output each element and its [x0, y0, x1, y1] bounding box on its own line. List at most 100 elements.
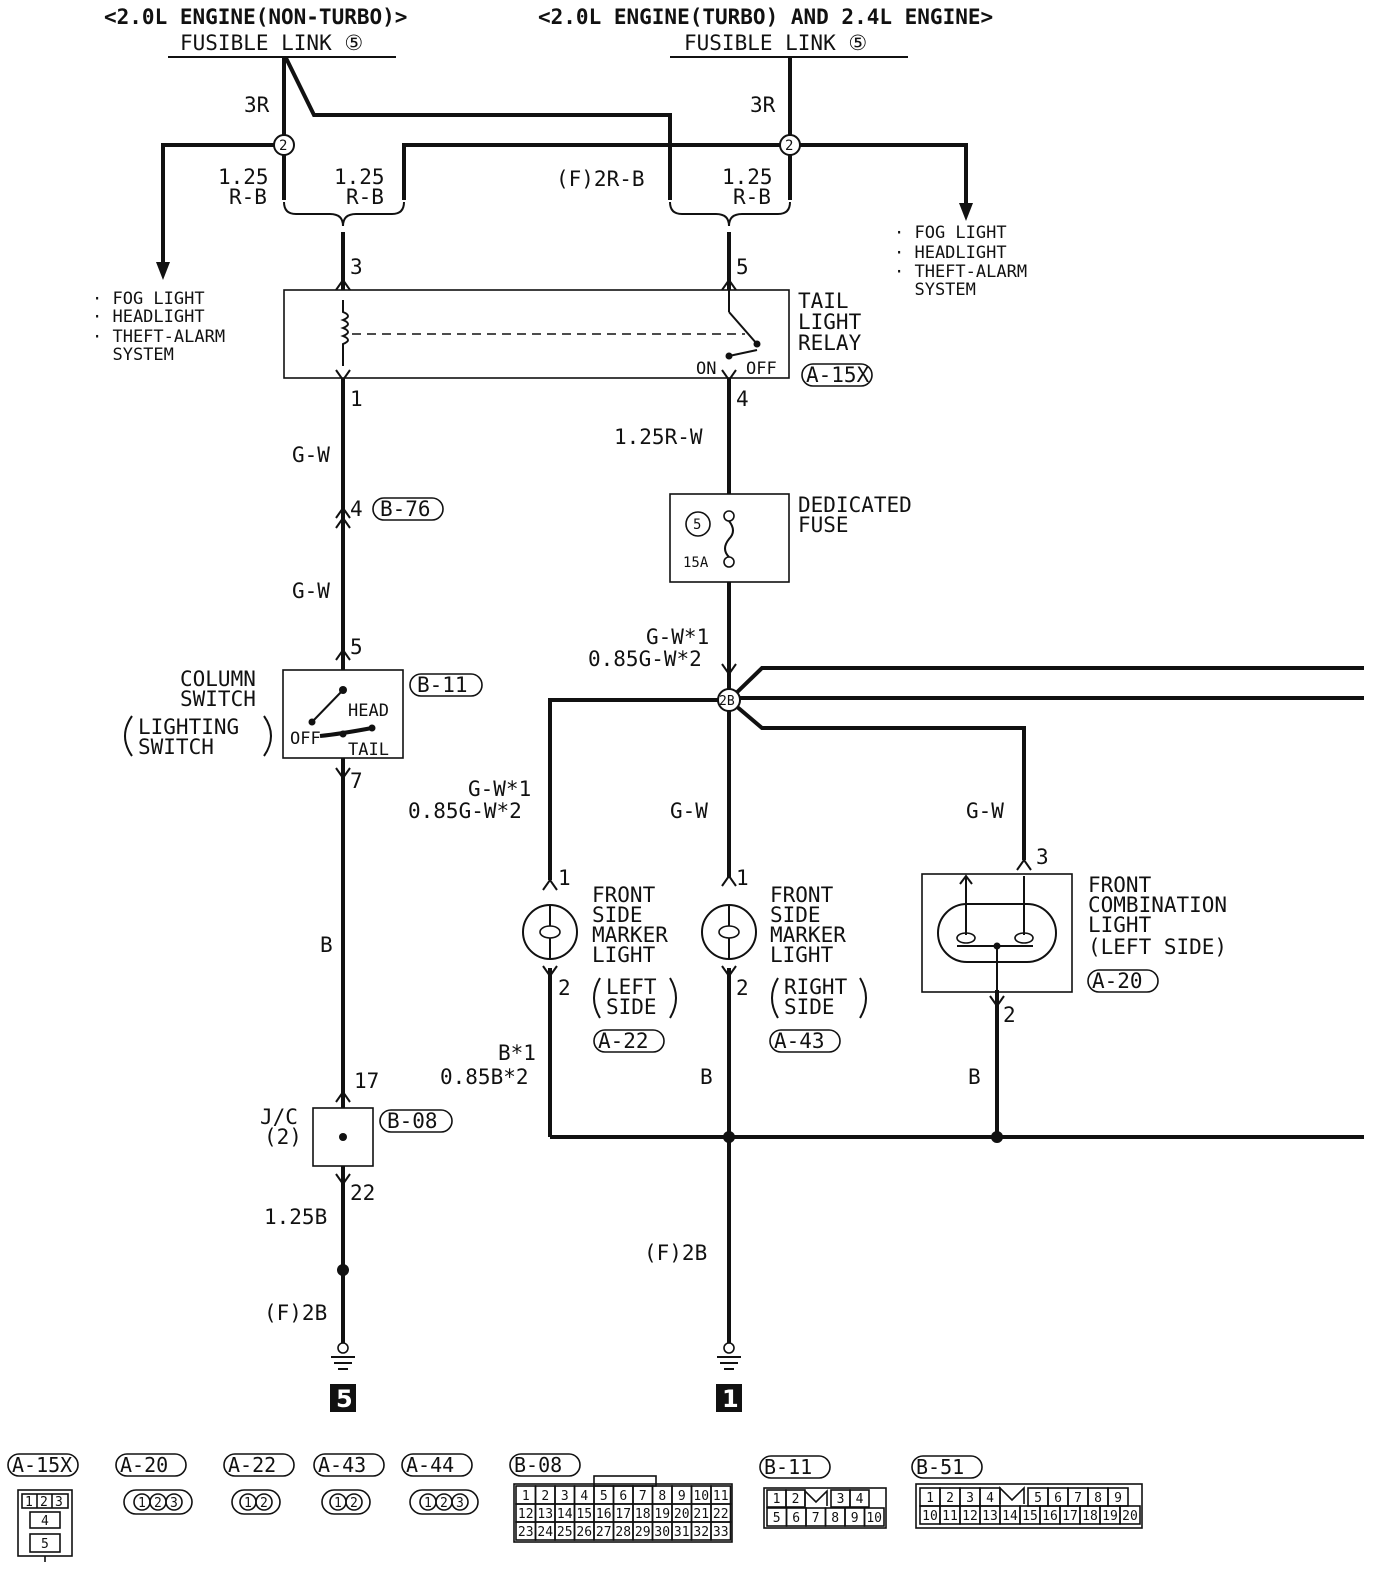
marker-left-title-1: FRONT — [592, 883, 656, 907]
marker-right-title-6: SIDE — [784, 995, 835, 1019]
wire-label-gw-right: G-W — [966, 799, 1004, 823]
jc-label-2: (2) — [264, 1125, 302, 1149]
header-non-turbo: <2.0L ENGINE(NON-TURBO)> — [104, 5, 407, 29]
top-wiring — [156, 57, 973, 280]
column-switch-head: HEAD — [348, 701, 389, 721]
pin-4: 4 — [736, 387, 749, 411]
relay-title-1: TAIL — [798, 289, 849, 313]
ct-pin: 19 — [1102, 1509, 1118, 1524]
distribution-wires — [542, 666, 1364, 1143]
marker-right-title-4: LIGHT — [770, 943, 834, 967]
marker-right-title-5: RIGHT — [784, 975, 848, 999]
ct-a15x-block: 1 2 3 4 5 — [17, 1489, 73, 1562]
column-switch — [282, 669, 404, 759]
marker-light-right — [701, 904, 757, 960]
ct-pin: 23 — [518, 1525, 534, 1540]
ct-pin: 3 — [837, 1492, 845, 1507]
connector-a20: A-20 — [1087, 969, 1159, 993]
fusible-node-left: 2 — [279, 138, 287, 154]
wire-label-125-a: 1.25 — [218, 165, 269, 189]
ct-pin: 10 — [866, 1511, 882, 1526]
front-combination-light — [921, 873, 1073, 993]
ct-pin: 20 — [1122, 1509, 1138, 1524]
ct-pin: 9 — [678, 1489, 686, 1504]
marker-left-title-6: SIDE — [606, 995, 657, 1019]
connector-b76-label: B-76 — [380, 497, 431, 521]
wire-label-085gw2-top: 0.85G-W*2 — [588, 647, 702, 671]
pin-marker-left-1: 1 — [558, 866, 571, 890]
ct-a43-label: A-43 — [318, 1453, 366, 1477]
branch-right-headlight: · HEADLIGHT — [894, 243, 1007, 263]
column-switch-title-4: SWITCH — [138, 735, 214, 759]
ct-pin: 7 — [1074, 1491, 1082, 1506]
ct-pin: 3 — [456, 1496, 464, 1511]
wire-label-3r-right: 3R — [750, 93, 776, 117]
ct-pin: 2 — [260, 1496, 268, 1511]
left-column-wire — [335, 232, 351, 1345]
pin-combo-3: 3 — [1036, 845, 1049, 869]
wire-label-rb-a: R-B — [229, 185, 267, 209]
ct-pin: 2 — [946, 1491, 954, 1506]
ct-a22-block: 1 2 — [231, 1489, 281, 1515]
connector-a22-label: A-22 — [598, 1029, 649, 1053]
ct-pin: 30 — [654, 1525, 670, 1540]
ct-pin: 1 — [424, 1496, 432, 1511]
branch-left-system: SYSTEM — [92, 345, 174, 365]
ct-pin: 5 — [41, 1537, 49, 1552]
ct-pin-cell — [863, 1507, 885, 1527]
splice-2b: 2B — [719, 694, 735, 709]
pin-1: 1 — [350, 387, 363, 411]
wire-label-f2b-left: (F)2B — [264, 1301, 327, 1325]
ct-pin: 32 — [693, 1525, 709, 1540]
fuse-title-2: FUSE — [798, 513, 849, 537]
ct-pin: 16 — [1042, 1509, 1058, 1524]
ct-pin: 1 — [138, 1496, 146, 1511]
fuse-amp: 15A — [683, 555, 709, 571]
wire-label-3r-left: 3R — [244, 93, 270, 117]
ground-right — [716, 1342, 742, 1412]
column-switch-title-3: LIGHTING — [138, 715, 239, 739]
pin-marker-right-1: 1 — [736, 866, 749, 890]
column-switch-title-2: SWITCH — [180, 687, 256, 711]
wire-label-125-c: 1.25 — [722, 165, 773, 189]
ct-pin: 1 — [334, 1496, 342, 1511]
ct-pin: 4 — [986, 1491, 994, 1506]
branch-right: · FOG LIGHT · HEADLIGHT · THEFT-ALARM SY… — [894, 223, 1027, 300]
column-switch-tail: TAIL — [348, 740, 389, 760]
ct-a43-block: 1 2 — [321, 1489, 371, 1515]
ct-pin: 26 — [576, 1525, 592, 1540]
ct-pin: 17 — [1062, 1509, 1078, 1524]
ct-pin: 31 — [674, 1525, 690, 1540]
wire-label-125b: 1.25B — [264, 1205, 327, 1229]
ct-b11-key — [804, 1489, 828, 1506]
connector-a20-label: A-20 — [1092, 969, 1143, 993]
ct-pin: 14 — [1002, 1509, 1018, 1524]
branch-left: · FOG LIGHT · HEADLIGHT · THEFT-ALARM SY… — [92, 289, 225, 365]
ct-b08-frame — [513, 1483, 733, 1543]
ct-pin: 4 — [41, 1514, 49, 1529]
ct-pin: 6 — [792, 1511, 800, 1526]
fusible-link-right: FUSIBLE LINK ⑤ — [684, 31, 867, 55]
ct-pin: 18 — [635, 1507, 651, 1522]
pin-22: 22 — [350, 1181, 375, 1205]
dedicated-fuse — [669, 493, 790, 583]
marker-left-title-3: MARKER — [592, 923, 668, 947]
ct-pin: 2 — [40, 1495, 48, 1510]
ct-pin: 28 — [615, 1525, 631, 1540]
ct-b11-label: B-11 — [764, 1455, 812, 1479]
pin-17: 17 — [354, 1069, 379, 1093]
ct-pin: 16 — [596, 1507, 612, 1522]
connector-a15x: A-15X — [801, 363, 873, 387]
paren-close — [859, 977, 867, 1019]
wire-label-gw1-left: G-W*1 — [468, 777, 531, 801]
pin-5-switch: 5 — [350, 635, 363, 659]
joint-connector — [312, 1107, 374, 1167]
branch-right-fog: · FOG LIGHT — [894, 223, 1007, 243]
ct-b51-key — [999, 1486, 1025, 1504]
wire-label-b-mid: B — [700, 1065, 713, 1089]
wire-label-b-right: B — [968, 1065, 981, 1089]
ct-pin-cell — [1119, 1505, 1141, 1525]
